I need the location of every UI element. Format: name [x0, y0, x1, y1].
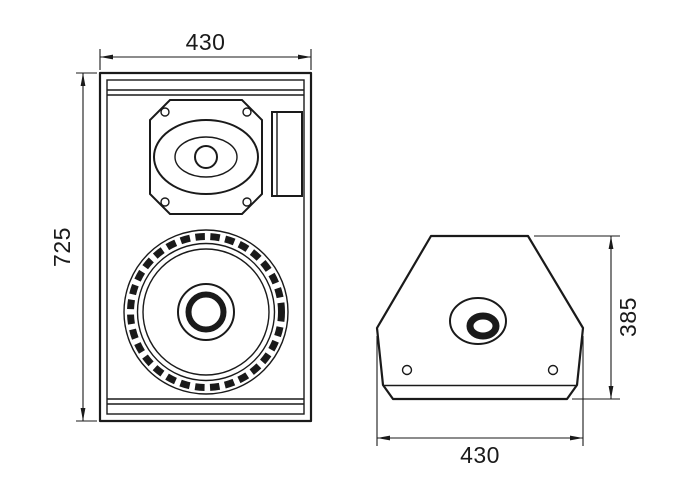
horn-mouth-inner [174, 136, 238, 178]
screw-hole [242, 107, 252, 117]
screw-hole [160, 197, 170, 207]
screw-hole [401, 364, 413, 376]
top-depth-dimension: 385 [534, 235, 641, 400]
front-view: 430 725 [49, 29, 313, 423]
handle-recess-outer [449, 297, 507, 345]
top-depth-label: 385 [615, 297, 641, 337]
woofer-surround [142, 248, 270, 376]
front-width-label: 430 [186, 29, 226, 55]
cabinet-outer-outline [98, 71, 313, 423]
screw-hole [547, 364, 559, 376]
front-height-label: 725 [49, 227, 75, 267]
horn-tweeter [149, 99, 263, 215]
horn-mouth-outer [153, 119, 259, 195]
top-handle [449, 297, 507, 345]
bass-port [271, 111, 303, 197]
woofer-gasket-ring [127, 233, 285, 391]
handle-grip [466, 312, 500, 340]
bass-port-outline [271, 111, 303, 197]
top-view: 385 430 [375, 234, 641, 468]
horn-throat [194, 145, 218, 169]
woofer-dust-cap-outer [177, 283, 235, 341]
woofer-dust-cap-inner [185, 291, 227, 333]
horn-frame-octagon [149, 99, 263, 215]
top-width-label: 430 [460, 442, 500, 468]
woofer-rim-outer [123, 229, 289, 395]
front-width-dimension: 430 [99, 29, 312, 70]
screw-hole [160, 107, 170, 117]
woofer [123, 229, 289, 395]
woofer-rim-inner [136, 242, 276, 382]
cabinet-inner-outline [106, 79, 305, 415]
top-width-dimension: 430 [376, 336, 584, 468]
front-height-dimension: 725 [49, 72, 97, 422]
screw-hole [242, 197, 252, 207]
